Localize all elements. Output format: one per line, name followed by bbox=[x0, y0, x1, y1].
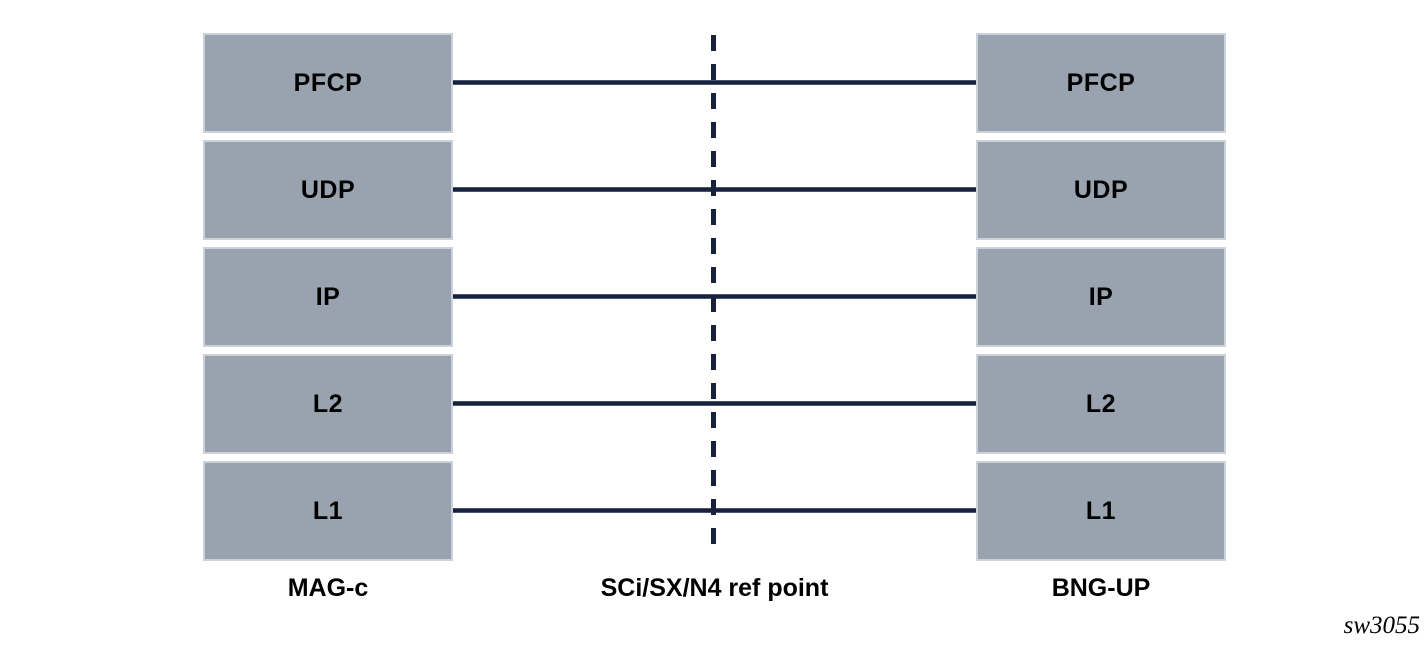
ref-point-label: SCi/SX/N4 ref point bbox=[600, 574, 829, 602]
left-stack-box-ip: IP bbox=[203, 247, 453, 347]
figure-id: sw3055 bbox=[1343, 612, 1420, 639]
left-stack-box-pfcp: PFCP bbox=[203, 33, 453, 133]
right-stack-box-udp: UDP bbox=[976, 140, 1226, 240]
right-stack-box-pfcp-label: PFCP bbox=[1066, 68, 1136, 97]
left-stack-box-udp-label: UDP bbox=[300, 175, 356, 204]
right-stack-box-ip: IP bbox=[976, 247, 1226, 347]
right-stack-box-l1: L1 bbox=[976, 461, 1226, 561]
left-stack-box-l2-label: L2 bbox=[312, 389, 344, 418]
left-stack-box-l2: L2 bbox=[203, 354, 453, 454]
left-stack-box-l1: L1 bbox=[203, 461, 453, 561]
left-stack-box-udp: UDP bbox=[203, 140, 453, 240]
left-stack-box-ip-label: IP bbox=[315, 282, 341, 311]
right-stack-box-ip-label: IP bbox=[1088, 282, 1114, 311]
right-node-label: BNG-UP bbox=[1051, 574, 1151, 602]
left-node-label: MAG-c bbox=[287, 574, 369, 602]
left-stack-box-pfcp-label: PFCP bbox=[293, 68, 363, 97]
right-stack-box-l2: L2 bbox=[976, 354, 1226, 454]
right-stack-box-l2-label: L2 bbox=[1085, 389, 1117, 418]
right-stack-box-l1-label: L1 bbox=[1085, 496, 1117, 525]
ref-point-dashed-line bbox=[711, 35, 716, 553]
right-stack-box-udp-label: UDP bbox=[1073, 175, 1129, 204]
left-stack-box-l1-label: L1 bbox=[312, 496, 344, 525]
right-stack-box-pfcp: PFCP bbox=[976, 33, 1226, 133]
